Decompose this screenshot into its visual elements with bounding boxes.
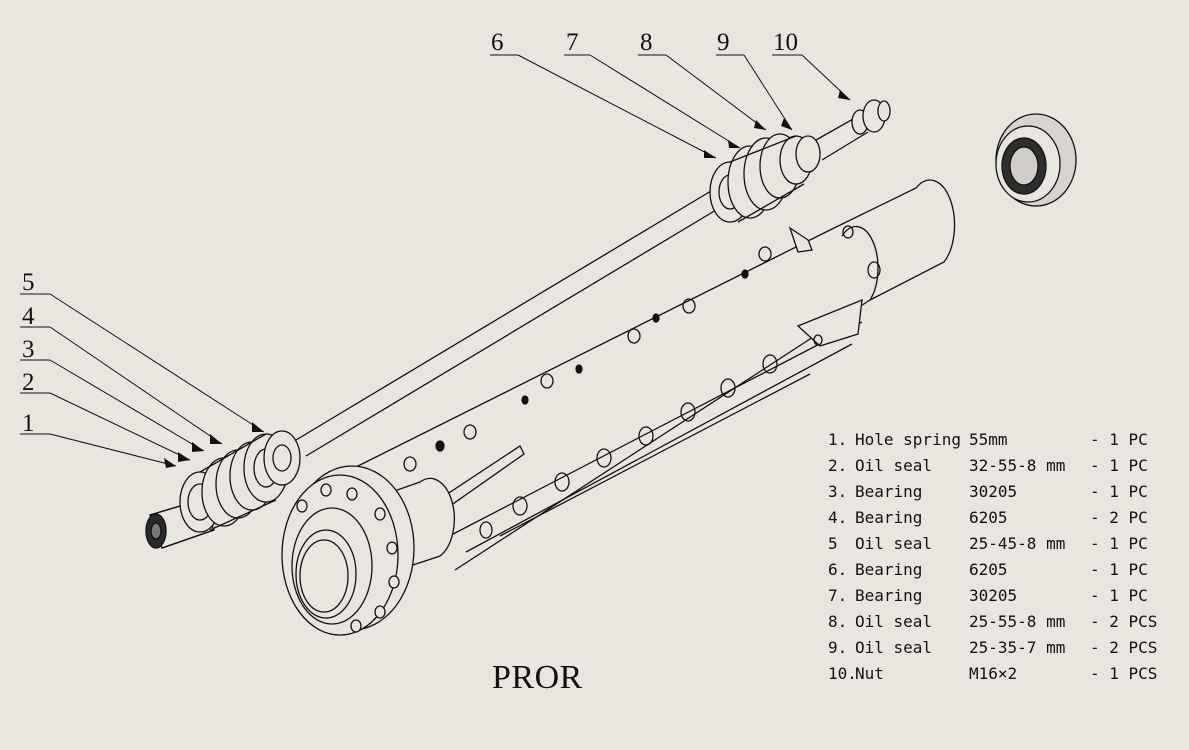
part-number: 7. — [828, 586, 848, 605]
part-number: 3. — [828, 482, 848, 501]
part-quantity: - 1 PC — [1090, 482, 1148, 501]
seal-ring — [995, 113, 1077, 207]
part-spec: 55mm — [969, 430, 1008, 449]
part-name: Oil seal — [855, 638, 933, 657]
part-name: Hole spring — [855, 430, 961, 449]
part-name: Bearing — [855, 560, 923, 579]
part-number: 4. — [828, 508, 848, 527]
part-quantity: - 1 PCS — [1090, 664, 1158, 683]
part-number: 2. — [828, 456, 848, 475]
part-quantity: - 1 PC — [1090, 430, 1148, 449]
callout-4: 4 — [22, 303, 35, 330]
callout-5: 5 — [22, 269, 35, 296]
part-spec: 25-55-8 mm — [969, 612, 1066, 631]
part-name: Oil seal — [855, 534, 933, 553]
part-spec: M16×2 — [969, 664, 1018, 683]
part-spec: 30205 — [969, 482, 1018, 501]
left-bearing-stack — [179, 430, 301, 533]
part-quantity: - 1 PC — [1090, 586, 1148, 605]
end-flange — [281, 465, 415, 636]
part-quantity: - 2 PCS — [1090, 612, 1158, 631]
part-spec: 25-35-7 mm — [969, 638, 1066, 657]
drawing-title: PROR — [492, 659, 583, 696]
callout-3: 3 — [22, 336, 35, 363]
part-name: Bearing — [855, 508, 923, 527]
part-quantity: - 1 PC — [1090, 534, 1148, 553]
part-quantity: - 2 PC — [1090, 508, 1148, 527]
callout-8: 8 — [640, 29, 653, 56]
callout-1: 1 — [22, 410, 35, 437]
part-name: Bearing — [855, 482, 923, 501]
part-number: 9. — [828, 638, 848, 657]
callout-7: 7 — [566, 29, 579, 56]
leader-arrows — [164, 90, 850, 468]
part-number: 5 — [828, 534, 838, 553]
part-spec: 30205 — [969, 586, 1018, 605]
callout-2: 2 — [22, 369, 35, 396]
part-name: Nut — [855, 664, 884, 683]
part-number: 8. — [828, 612, 848, 631]
leader-lines — [20, 54, 851, 467]
part-name: Bearing — [855, 586, 923, 605]
callout-10: 10 — [773, 29, 798, 56]
part-spec: 6205 — [969, 508, 1008, 527]
part-quantity: - 1 PC — [1090, 560, 1148, 579]
callout-6: 6 — [491, 29, 504, 56]
part-name: Oil seal — [855, 456, 933, 475]
part-spec: 25-45-8 mm — [969, 534, 1066, 553]
part-number: 1. — [828, 430, 848, 449]
part-number: 10. — [828, 664, 857, 683]
part-quantity: - 2 PCS — [1090, 638, 1158, 657]
part-spec: 32-55-8 mm — [969, 456, 1066, 475]
part-name: Oil seal — [855, 612, 933, 631]
right-bearing-stack — [709, 99, 891, 223]
part-quantity: - 1 PC — [1090, 456, 1148, 475]
part-spec: 6205 — [969, 560, 1008, 579]
part-number: 6. — [828, 560, 848, 579]
callout-9: 9 — [717, 29, 730, 56]
